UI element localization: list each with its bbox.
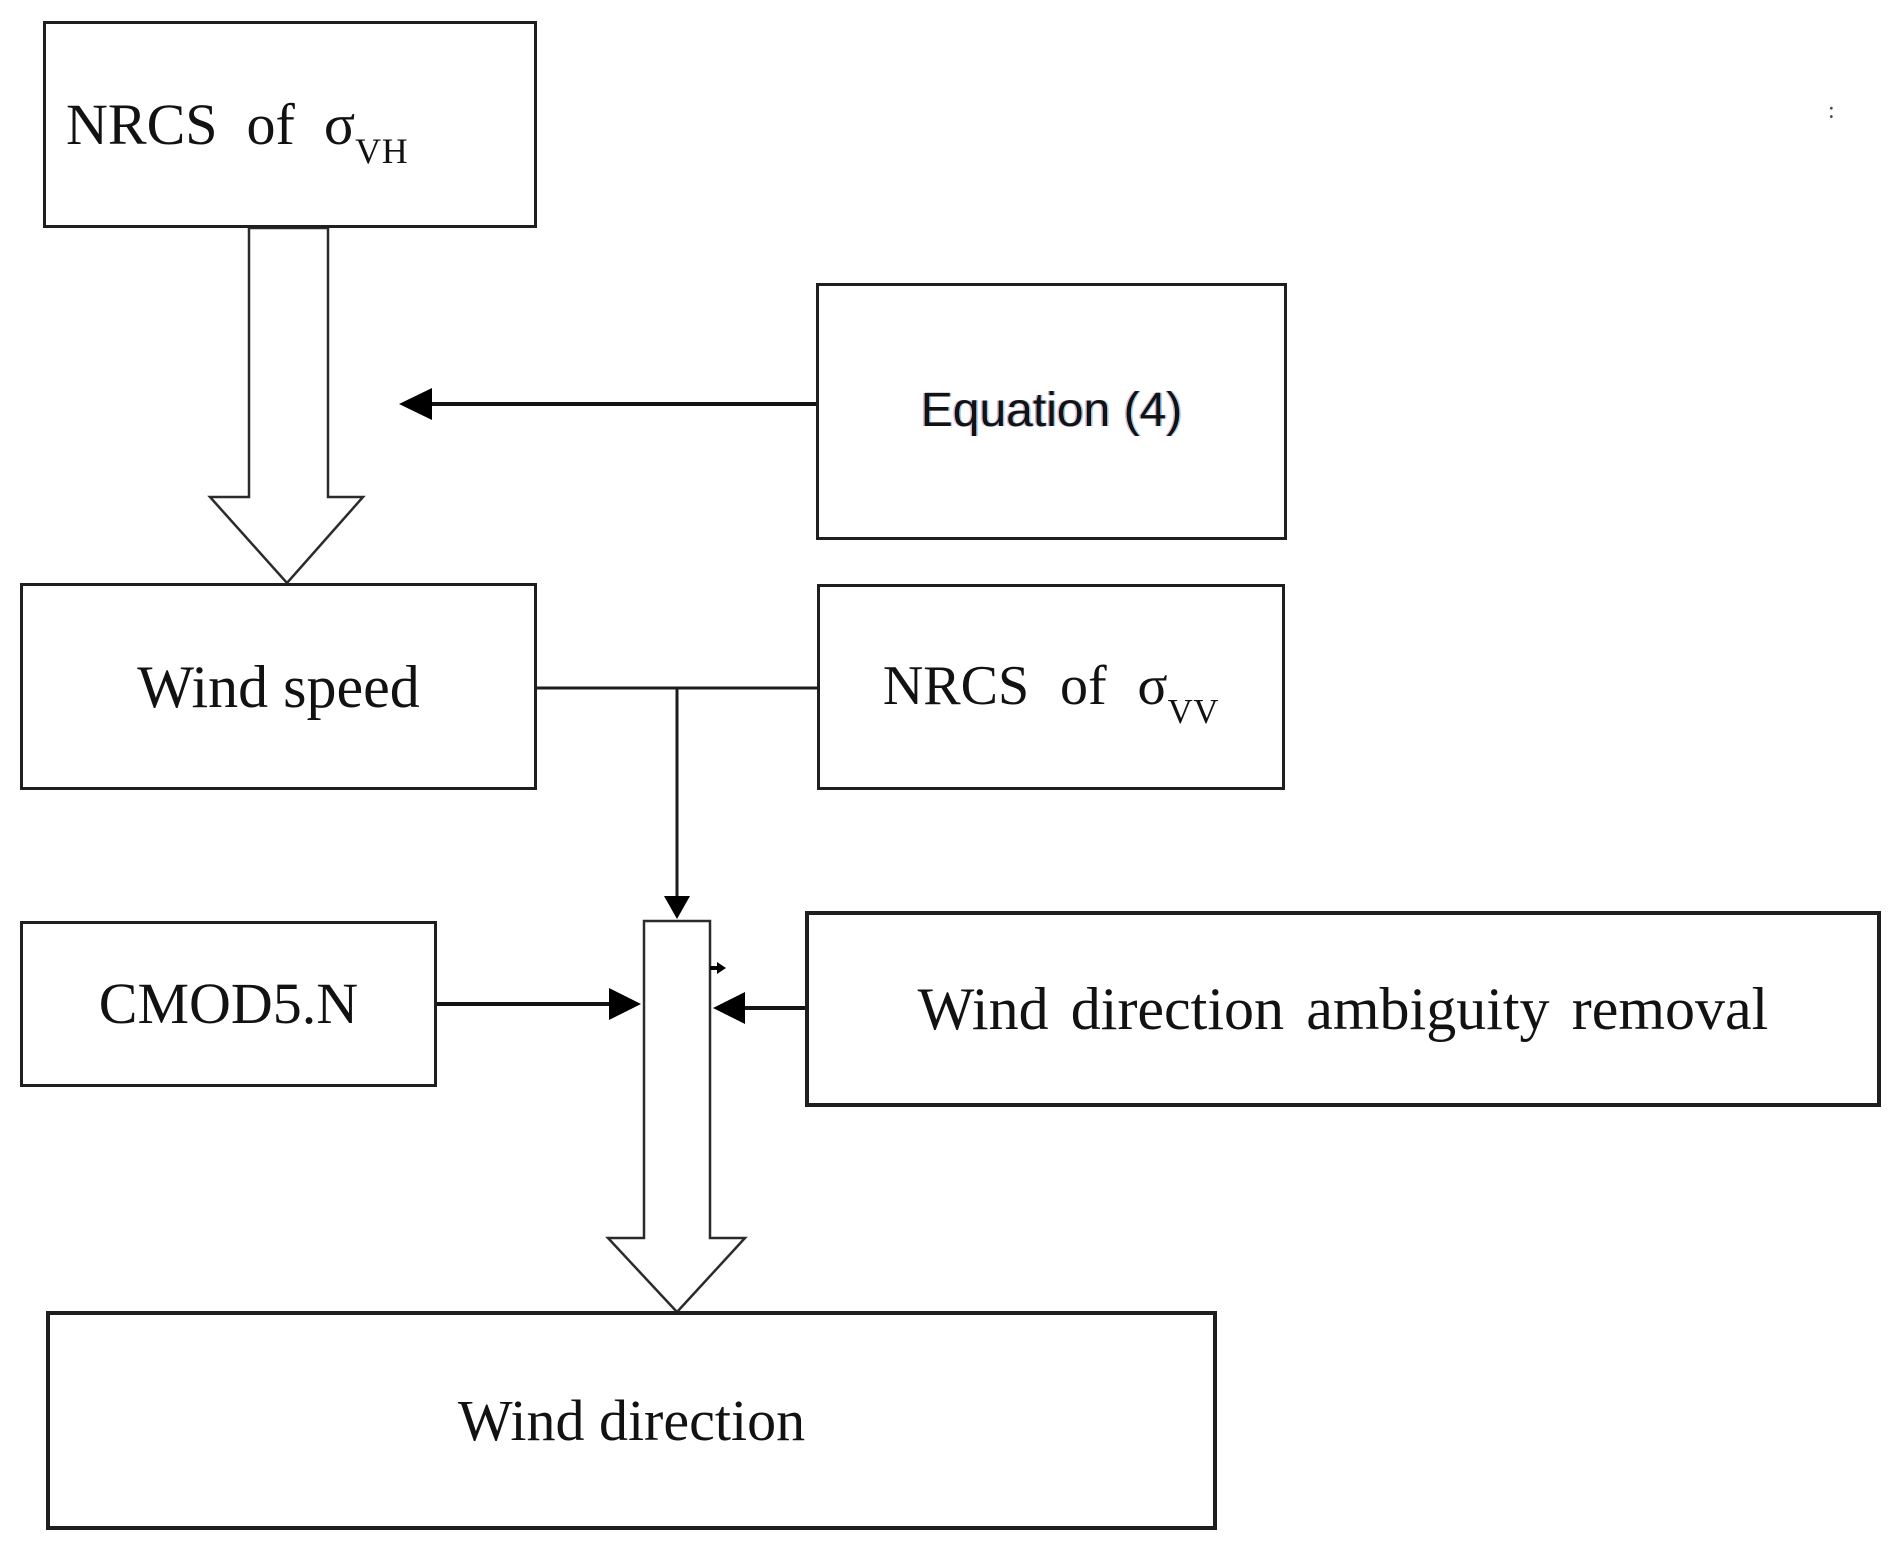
box-equation-4: Equation (4)	[816, 283, 1287, 540]
box-wind-direction: Wind direction	[46, 1311, 1217, 1530]
box-nrcs-sigma-vv-label: NRCS of σVV	[882, 655, 1220, 731]
box-ambiguity-removal: Wind direction ambiguity removal	[805, 911, 1881, 1107]
hollow-down-arrow-bottom	[605, 919, 748, 1314]
equation4-arrowhead-left	[399, 388, 432, 420]
cmod5n-arrowhead-right	[609, 988, 641, 1020]
box-cmod5n: CMOD5.N	[20, 921, 437, 1087]
sigma-vv-subscript: VV	[1167, 691, 1220, 731]
junction-arrowhead-down	[664, 896, 690, 919]
ambiguity-arrowhead-left	[713, 992, 745, 1024]
box-nrcs-sigma-vh-label: NRCS of σVH	[66, 91, 409, 171]
box-ambiguity-removal-label: Wind direction ambiguity removal	[917, 976, 1769, 1042]
box-nrcs-sigma-vv: NRCS of σVV	[817, 584, 1285, 790]
box-cmod5n-label: CMOD5.N	[98, 971, 359, 1037]
box-nrcs-sigma-vh: NRCS of σVH	[43, 21, 537, 228]
box-equation-4-label: Equation (4)	[920, 384, 1183, 438]
box-wind-speed: Wind speed	[20, 583, 537, 790]
hollow-down-arrow-top	[207, 226, 366, 585]
stray-colon-mark: :	[1828, 98, 1835, 124]
box-wind-speed-label: Wind speed	[137, 653, 420, 720]
shaft-tick-arrowhead	[717, 962, 726, 974]
sigma-vh-subscript: VH	[355, 130, 409, 171]
box-wind-direction-label: Wind direction	[457, 1387, 806, 1453]
